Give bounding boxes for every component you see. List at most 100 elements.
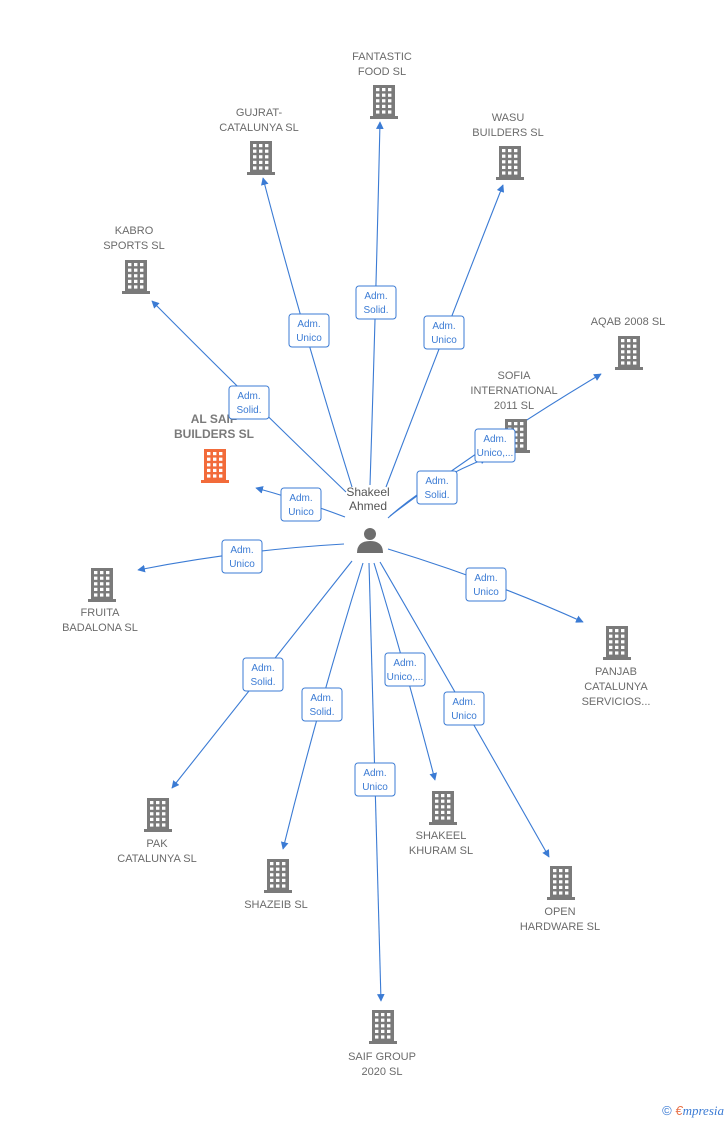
building-window — [253, 160, 257, 164]
edge-label-text: Adm.Solid. — [309, 693, 334, 718]
edge-label-fantastic[interactable]: Adm.Solid. — [355, 285, 397, 320]
edge-label-wasu[interactable]: Adm.Unico — [423, 315, 465, 350]
building-base — [502, 450, 530, 453]
building-window — [621, 634, 625, 638]
company-label-saif-line: SAIF GROUP — [348, 1051, 416, 1063]
building-window — [207, 468, 211, 472]
building-window — [265, 155, 269, 159]
building-window — [128, 274, 132, 278]
edge-label-saif[interactable]: Adm.Unico — [354, 762, 396, 797]
building-window — [276, 862, 280, 866]
building-window — [621, 640, 625, 644]
company-label-alsaif-line: BUILDERS SL — [174, 427, 254, 441]
company-label-shazeib-line: SHAZEIB SL — [244, 899, 308, 911]
building-window — [514, 165, 518, 169]
building-window — [387, 1024, 391, 1028]
company-node-shakeel[interactable] — [429, 791, 457, 825]
company-label-sofia-line: INTERNATIONAL — [470, 385, 557, 397]
building-window — [128, 285, 132, 289]
edge-label-box — [474, 428, 516, 463]
company-node-aqab[interactable] — [615, 336, 643, 370]
building-window — [282, 884, 286, 888]
company-node-fantastic[interactable] — [370, 85, 398, 119]
edge-label-shakeel[interactable]: Adm.Unico,... — [384, 652, 426, 687]
building-window — [207, 463, 211, 467]
building-base — [496, 177, 524, 180]
company-label-aqab-line: AQAB 2008 SL — [591, 316, 666, 328]
company-node-panjab[interactable] — [603, 626, 631, 660]
edge-label-text: Adm.Solid. — [236, 391, 261, 416]
company-label-wasu-line: WASU — [492, 112, 525, 124]
building-window — [520, 433, 524, 437]
building-window — [387, 1035, 391, 1039]
edge-label-box — [416, 470, 458, 505]
building-base — [429, 822, 457, 825]
edge-label-box — [355, 285, 397, 320]
building-window — [609, 634, 613, 638]
building-window — [140, 285, 144, 289]
company-node-shazeib[interactable] — [264, 859, 292, 893]
building-window — [514, 444, 518, 448]
building-window — [219, 474, 223, 478]
building-window — [156, 817, 160, 821]
building-base — [247, 172, 275, 175]
building-window — [627, 355, 631, 359]
company-label-panjab-line: SERVICIOS... — [582, 696, 651, 708]
edge-label-box — [465, 567, 507, 602]
building-window — [520, 422, 524, 426]
building-window — [150, 812, 154, 816]
building-window — [633, 361, 637, 365]
company-node-alsaif[interactable] — [201, 449, 229, 483]
building-window — [447, 799, 451, 803]
building-window — [156, 812, 160, 816]
building-window — [447, 816, 451, 820]
edge-label-text-line: Unico,... — [477, 448, 514, 459]
edge-label-pak[interactable]: Adm.Solid. — [242, 657, 284, 692]
building-window — [553, 869, 557, 873]
edge-labels-layer: Adm.Solid.Adm.UnicoAdm.UnicoAdm.Solid.Ad… — [221, 285, 516, 797]
company-node-open[interactable] — [547, 866, 575, 900]
edge-label-text: Adm.Unico — [296, 319, 322, 344]
building-window — [276, 873, 280, 877]
edge-label-text-line: Adm. — [474, 573, 497, 584]
edge-label-text-line: Adm. — [230, 545, 253, 556]
building-window — [276, 884, 280, 888]
building-window — [508, 171, 512, 175]
building-window — [441, 794, 445, 798]
building-window — [100, 593, 104, 597]
building-window — [128, 268, 132, 272]
edge-label-sofia[interactable]: Adm.Solid. — [416, 470, 458, 505]
edge-label-aqab[interactable]: Adm.Unico,... — [474, 428, 516, 463]
company-node-gujrat[interactable] — [247, 141, 275, 175]
company-node-wasu[interactable] — [496, 146, 524, 180]
edge-label-fruita[interactable]: Adm.Unico — [221, 539, 263, 574]
building-window — [627, 339, 631, 343]
building-window — [382, 99, 386, 103]
building-window — [621, 645, 625, 649]
company-label-pak-line: CATALUNYA SL — [117, 853, 196, 865]
company-node-pak[interactable] — [144, 798, 172, 832]
company-node-fruita[interactable] — [88, 568, 116, 602]
edge-label-alsaif[interactable]: Adm.Unico — [280, 487, 322, 522]
edge-label-shazeib[interactable]: Adm.Solid. — [301, 687, 343, 722]
edge-label-open[interactable]: Adm.Unico — [443, 691, 485, 726]
building-window — [375, 1035, 379, 1039]
company-label-panjab-line: PANJAB — [595, 666, 637, 678]
building-base — [370, 116, 398, 119]
edge-label-gujrat[interactable]: Adm.Unico — [288, 313, 330, 348]
building-window — [106, 593, 110, 597]
building-window — [520, 427, 524, 431]
edge-label-kabro[interactable]: Adm.Solid. — [228, 385, 270, 420]
building-window — [559, 869, 563, 873]
company-node-kabro[interactable] — [122, 260, 150, 294]
person-icon-head — [364, 528, 376, 540]
edge-label-text-line: Unico,... — [387, 672, 424, 683]
company-node-saif[interactable] — [369, 1010, 397, 1044]
edge-label-panjab[interactable]: Adm.Unico — [465, 567, 507, 602]
building-window — [162, 812, 166, 816]
company-label-gujrat: GUJRAT-CATALUNYA SL — [219, 107, 298, 134]
